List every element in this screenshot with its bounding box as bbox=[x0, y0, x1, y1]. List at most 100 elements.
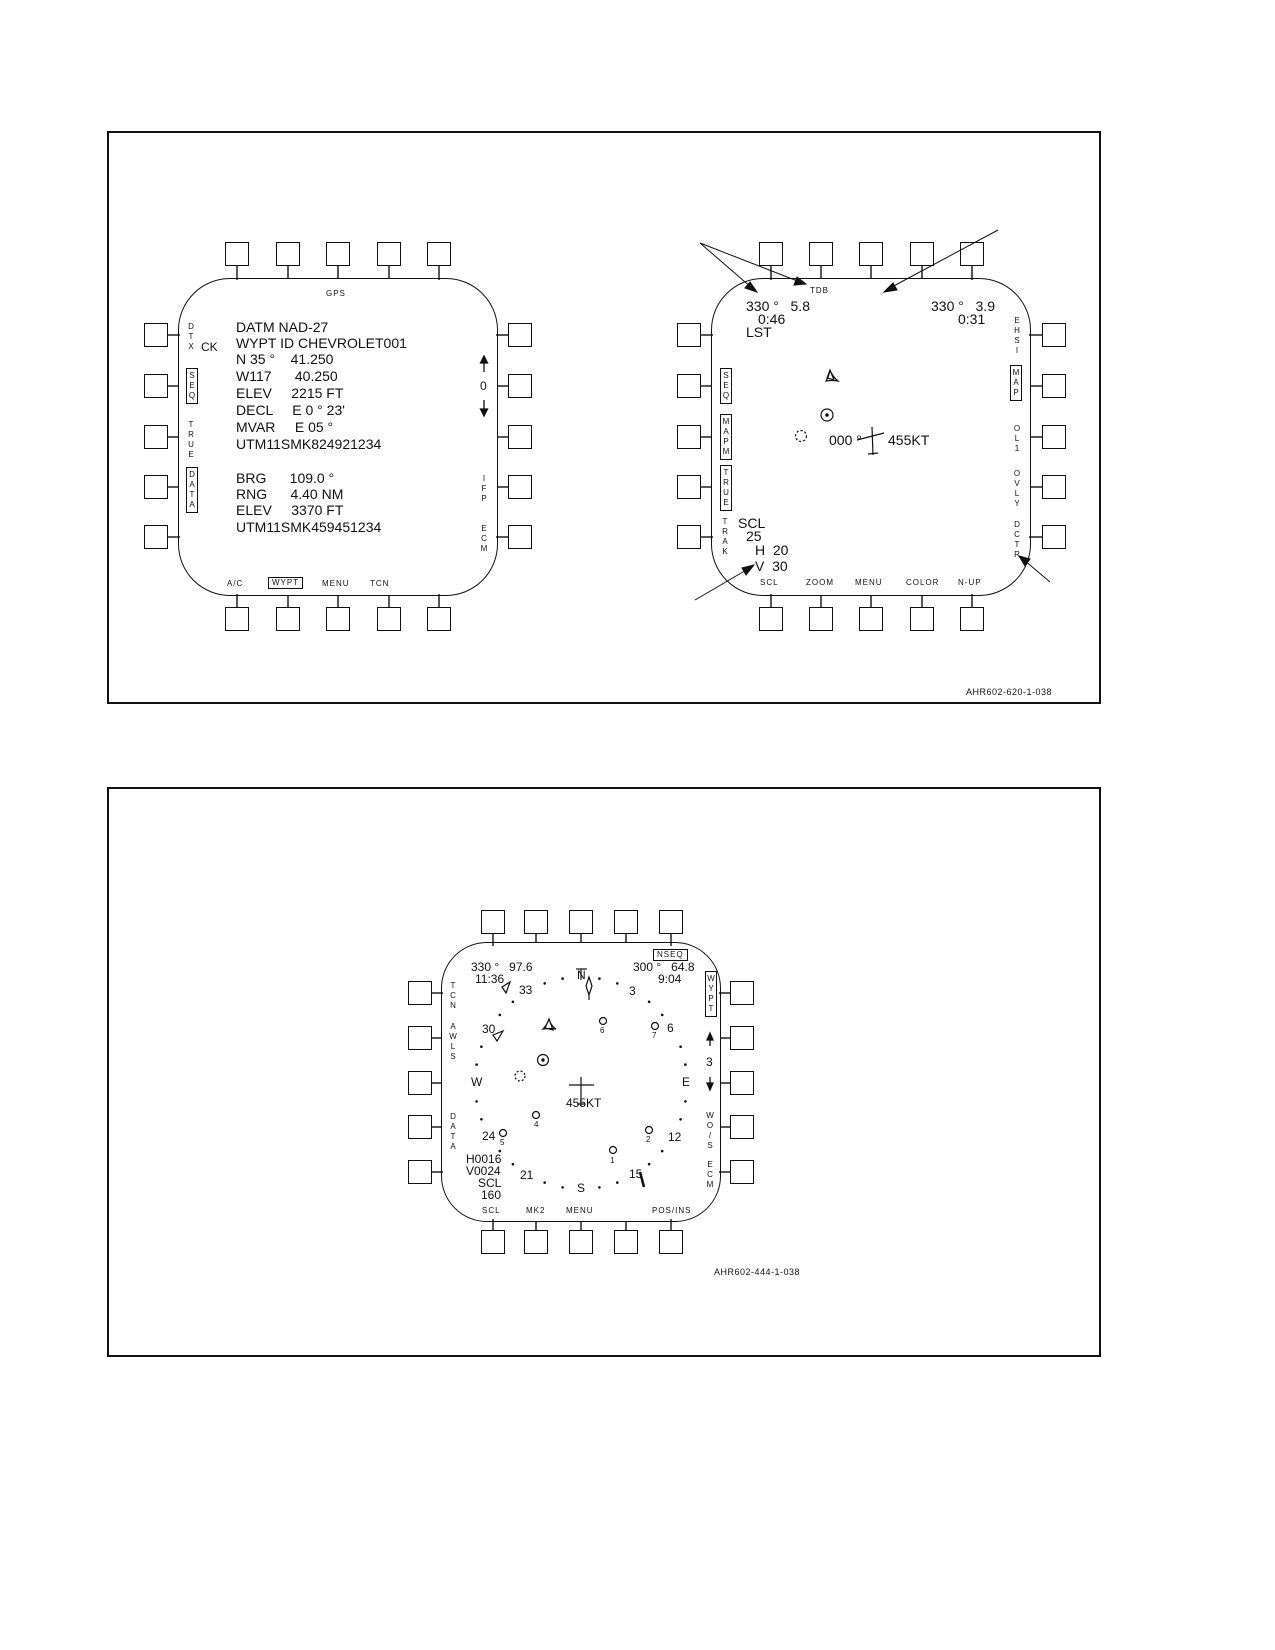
compass-15: 15 bbox=[629, 1167, 643, 1181]
pushbutton-left-2[interactable] bbox=[408, 1026, 432, 1050]
waypoint-1-label: 1 bbox=[610, 1156, 616, 1165]
pushbutton-left-5[interactable] bbox=[408, 1160, 432, 1184]
ground-speed: 455KT bbox=[888, 432, 930, 448]
pushbutton-bottom-2[interactable] bbox=[524, 1230, 548, 1254]
pushbutton-left-4[interactable] bbox=[408, 1115, 432, 1139]
pushbutton-right-4[interactable] bbox=[1042, 475, 1066, 499]
latitude-line: N 35 ° 41.250 bbox=[236, 351, 334, 367]
bearing-line: BRG 109.0 ° bbox=[236, 470, 335, 486]
tdb-title: TDB bbox=[810, 286, 829, 295]
posins-label: POS/INS bbox=[652, 1206, 692, 1215]
pushbutton-left-5[interactable] bbox=[144, 525, 168, 549]
pushbutton-top-1[interactable] bbox=[759, 242, 783, 266]
pushbutton-right-3[interactable] bbox=[1042, 425, 1066, 449]
menu-label: MENU bbox=[566, 1206, 594, 1215]
pushbutton-left-1[interactable] bbox=[144, 323, 168, 347]
range-line: RNG 4.40 NM bbox=[236, 486, 344, 502]
pushbutton-top-4[interactable] bbox=[614, 910, 638, 934]
pushbutton-top-5[interactable] bbox=[960, 242, 984, 266]
pushbutton-bottom-5[interactable] bbox=[960, 607, 984, 631]
pushbutton-left-1[interactable] bbox=[677, 323, 701, 347]
gps-title: GPS bbox=[326, 289, 346, 298]
pushbutton-right-1[interactable] bbox=[508, 323, 532, 347]
pushbutton-right-4[interactable] bbox=[508, 475, 532, 499]
pushbutton-top-3[interactable] bbox=[859, 242, 883, 266]
pushbutton-top-4[interactable] bbox=[377, 242, 401, 266]
pushbutton-top-2[interactable] bbox=[276, 242, 300, 266]
pushbutton-right-1[interactable] bbox=[1042, 323, 1066, 347]
pushbutton-right-2[interactable] bbox=[730, 1026, 754, 1050]
compass-3: 3 bbox=[629, 984, 636, 998]
pushbutton-bottom-3[interactable] bbox=[859, 607, 883, 631]
pushbutton-bottom-4[interactable] bbox=[377, 607, 401, 631]
compass-33: 33 bbox=[519, 983, 533, 997]
pushbutton-top-1[interactable] bbox=[225, 242, 249, 266]
pushbutton-top-5[interactable] bbox=[659, 910, 683, 934]
pushbutton-right-5[interactable] bbox=[730, 1160, 754, 1184]
waypoint-time: 11:36 bbox=[475, 972, 505, 986]
pushbutton-left-2[interactable] bbox=[677, 374, 701, 398]
figure-2-reference: AHR602-444-1-038 bbox=[714, 1267, 801, 1277]
horizontal-readout: H0016 bbox=[466, 1152, 502, 1166]
datum-line: DATM NAD-27 bbox=[236, 319, 329, 335]
pushbutton-bottom-4[interactable] bbox=[910, 607, 934, 631]
elevation-line-2: ELEV 3370 FT bbox=[236, 502, 344, 518]
ground-speed: 455KT bbox=[566, 1096, 602, 1110]
horizontal-readout: H 20 bbox=[755, 542, 789, 558]
pushbutton-right-1[interactable] bbox=[730, 981, 754, 1005]
pushbutton-bottom-1[interactable] bbox=[225, 607, 249, 631]
tacan-time: 9:04 bbox=[658, 972, 682, 986]
pushbutton-bottom-3[interactable] bbox=[569, 1230, 593, 1254]
pushbutton-left-3[interactable] bbox=[144, 425, 168, 449]
waypoint-bearing-range: 330 ° 5.8 bbox=[746, 298, 810, 314]
pushbutton-left-4[interactable] bbox=[144, 475, 168, 499]
pushbutton-left-3[interactable] bbox=[408, 1071, 432, 1095]
nseq-box: NSEQ bbox=[653, 949, 688, 961]
pushbutton-left-3[interactable] bbox=[677, 425, 701, 449]
compass-w: W bbox=[471, 1075, 483, 1089]
pushbutton-right-5[interactable] bbox=[508, 525, 532, 549]
pushbutton-left-5[interactable] bbox=[677, 525, 701, 549]
pushbutton-top-5[interactable] bbox=[427, 242, 451, 266]
pushbutton-left-4[interactable] bbox=[677, 475, 701, 499]
vertical-readout: V 30 bbox=[755, 558, 788, 574]
pushbutton-top-3[interactable] bbox=[569, 910, 593, 934]
pushbutton-bottom-2[interactable] bbox=[276, 607, 300, 631]
pushbutton-bottom-1[interactable] bbox=[759, 607, 783, 631]
menu-label: MENU bbox=[322, 579, 350, 588]
pushbutton-bottom-2[interactable] bbox=[809, 607, 833, 631]
pushbutton-bottom-1[interactable] bbox=[481, 1230, 505, 1254]
pushbutton-bottom-3[interactable] bbox=[326, 607, 350, 631]
waypoint-time: 0:46 bbox=[758, 311, 786, 327]
updown-value: 0 bbox=[480, 379, 487, 393]
pushbutton-bottom-5[interactable] bbox=[427, 607, 451, 631]
pushbutton-right-4[interactable] bbox=[730, 1115, 754, 1139]
pushbutton-top-2[interactable] bbox=[809, 242, 833, 266]
pushbutton-left-1[interactable] bbox=[408, 981, 432, 1005]
pushbutton-bottom-4[interactable] bbox=[614, 1230, 638, 1254]
pushbutton-top-4[interactable] bbox=[910, 242, 934, 266]
pushbutton-top-1[interactable] bbox=[481, 910, 505, 934]
pushbutton-right-3[interactable] bbox=[508, 425, 532, 449]
figure-1-frame bbox=[107, 131, 1101, 704]
scale-label: SCL bbox=[738, 515, 766, 531]
scl-label: SCL bbox=[482, 1206, 501, 1215]
pushbutton-left-2[interactable] bbox=[144, 374, 168, 398]
pushbutton-right-2[interactable] bbox=[1042, 374, 1066, 398]
compass-24: 24 bbox=[482, 1129, 496, 1143]
scale-label: SCL bbox=[478, 1176, 502, 1190]
pushbutton-right-3[interactable] bbox=[730, 1071, 754, 1095]
pushbutton-top-3[interactable] bbox=[326, 242, 350, 266]
pushbutton-bottom-5[interactable] bbox=[659, 1230, 683, 1254]
utm-line-2: UTM11SMK459451234 bbox=[236, 519, 382, 535]
pushbutton-right-5[interactable] bbox=[1042, 525, 1066, 549]
pushbutton-top-2[interactable] bbox=[524, 910, 548, 934]
pushbutton-right-2[interactable] bbox=[508, 374, 532, 398]
